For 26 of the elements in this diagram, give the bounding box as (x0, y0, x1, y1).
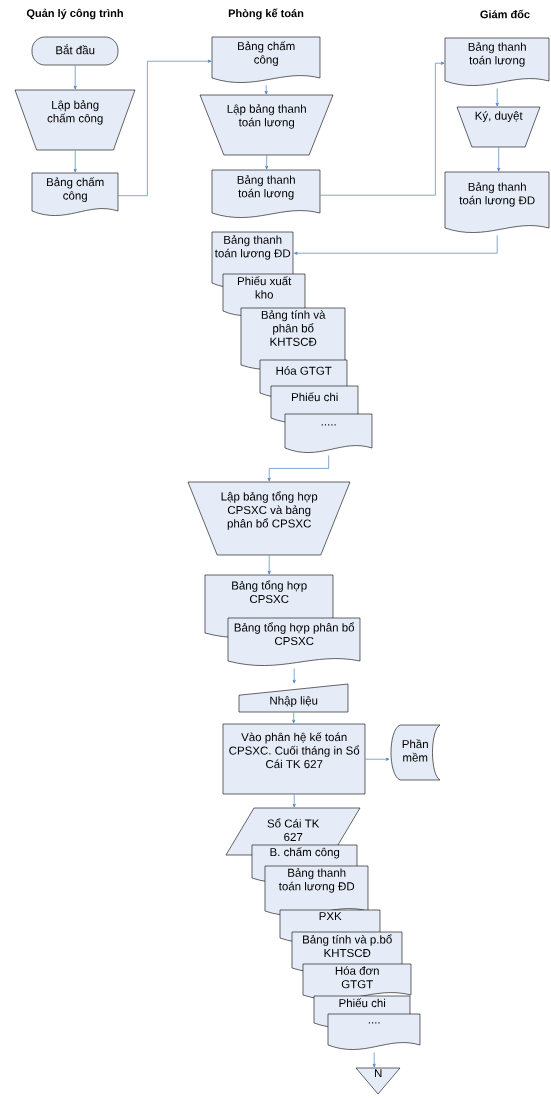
lane-header: Quản lý công trình (26, 8, 123, 20)
arrow (320, 61, 445, 196)
process-box: Vào phân hệ kế toán CPSXC. Cuối tháng in Sổ Cái TK 627 (222, 723, 366, 795)
arrow (365, 757, 390, 761)
arrow (265, 155, 269, 170)
offpage-connector-triangle: N (355, 1067, 401, 1095)
arrow (497, 147, 501, 172)
arrow (294, 235, 498, 255)
arrow (73, 65, 77, 90)
manual-operation-trapezoid: Lập bảng tổng hợp CPSXC và bảng phân bổ CPSXC (187, 481, 351, 556)
arrow (292, 794, 296, 808)
arrow (73, 150, 77, 173)
arrow (267, 555, 271, 575)
lane-header: Giám đốc (480, 9, 530, 19)
arrow (264, 85, 268, 95)
arrow (495, 88, 499, 107)
arrow (267, 455, 330, 482)
arrow (292, 668, 296, 684)
manual-operation-trapezoid: Lập bảng thanh toán lương (199, 94, 334, 156)
lane-header: Phòng kế toán (228, 8, 304, 20)
manual-operation-trapezoid: Ký, duyệt (456, 106, 541, 148)
arrow (118, 59, 212, 197)
arrow (372, 1052, 376, 1068)
manual-operation-trapezoid: Lập bảng chấm công (14, 89, 136, 151)
arrow (292, 712, 296, 724)
start-terminator: Bắt đầu (31, 36, 119, 66)
